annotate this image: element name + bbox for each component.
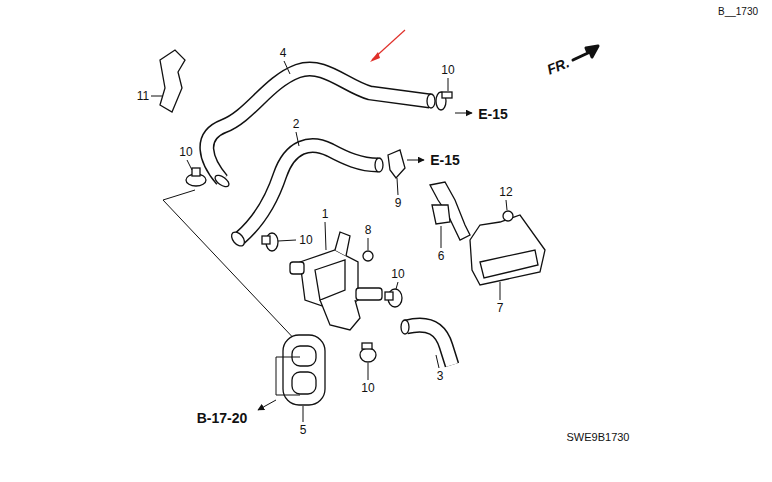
callout-number: 8 (364, 223, 373, 237)
front-indicator: FR. (544, 55, 572, 77)
hose (401, 320, 452, 365)
callout-number: 3 (436, 369, 445, 383)
callout-number: 12 (498, 185, 513, 199)
drawing-code: SWE9B1730 (566, 430, 631, 444)
callout-number: 10 (298, 233, 313, 247)
front-arrow (573, 46, 598, 60)
reference-label: B-17-20 (196, 411, 249, 425)
callout-number: 2 (292, 117, 301, 131)
annotation-arrow (370, 30, 405, 62)
bracket (470, 211, 545, 285)
reference-label: E-15 (429, 153, 461, 167)
callout-number: 5 (299, 423, 308, 437)
drawing-code: B__1730 (717, 5, 759, 19)
callout-number: 11 (136, 89, 150, 103)
reference-arrow (455, 113, 472, 114)
reference-arrow (258, 357, 300, 410)
leader-line (151, 61, 507, 422)
reference-arrow (407, 160, 424, 161)
hose (207, 69, 435, 189)
callout-number: 10 (178, 145, 193, 159)
callout-number: 9 (394, 196, 403, 210)
callout-number: 7 (496, 301, 505, 315)
water-valve (290, 232, 382, 330)
callout-number: 10 (440, 63, 455, 77)
reference-label: E-15 (477, 107, 509, 121)
callout-number: 10 (390, 267, 405, 281)
bracket (430, 182, 470, 240)
hose (229, 146, 383, 249)
hose-clamp (160, 50, 452, 362)
callout-number: 10 (360, 381, 375, 395)
callout-number: 4 (279, 46, 288, 60)
callout-number: 6 (437, 249, 446, 263)
group-bracket (163, 190, 300, 345)
callout-number: 1 (321, 207, 330, 221)
